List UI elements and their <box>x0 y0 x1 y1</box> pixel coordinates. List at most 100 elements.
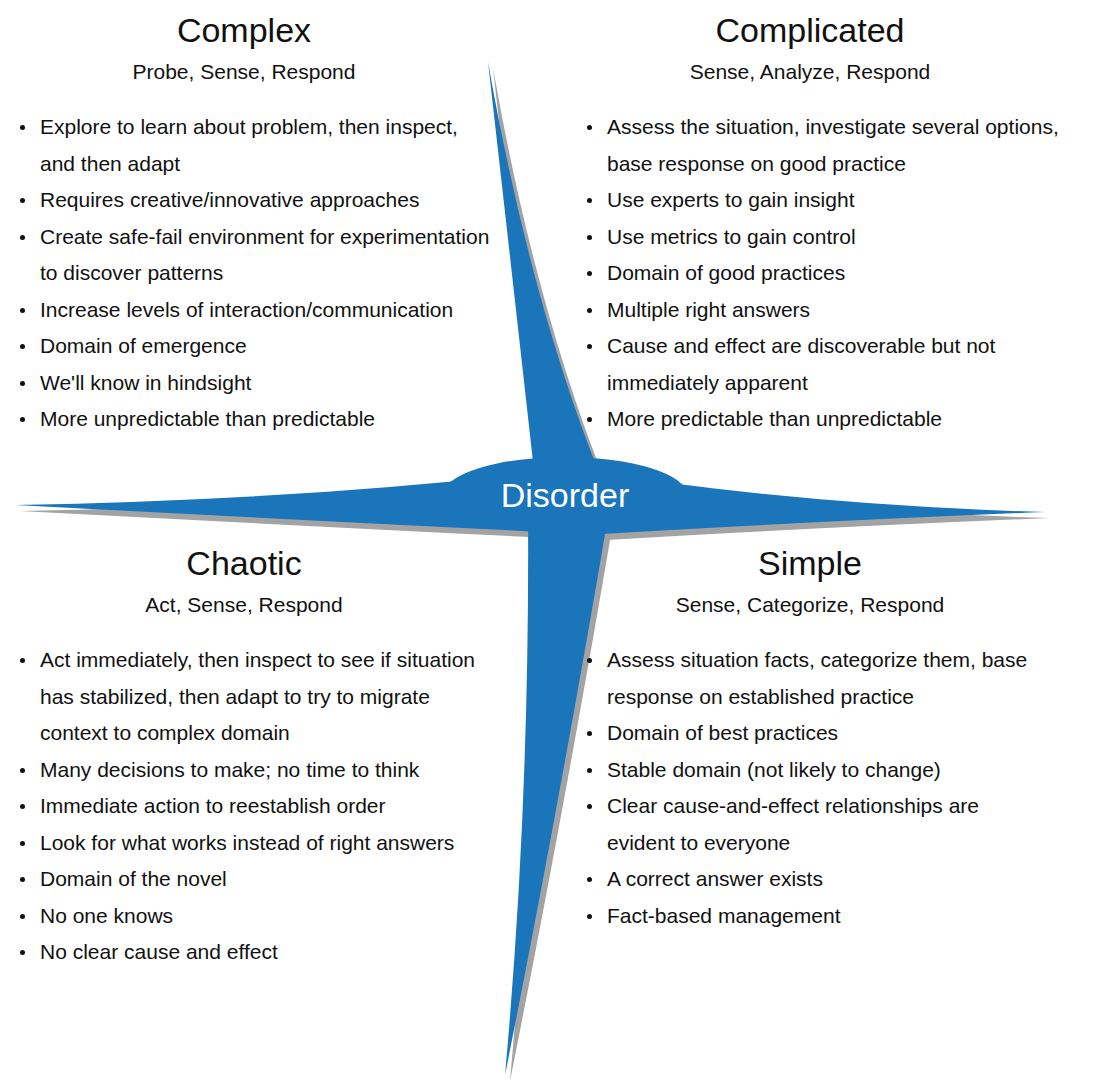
bullet-item: Domain of emergence <box>40 328 495 365</box>
bullet-item: Explore to learn about problem, then ins… <box>40 109 495 182</box>
center-label: Disorder <box>495 473 635 518</box>
bullet-item: Requires creative/innovative approaches <box>40 182 495 219</box>
bullet-item: Stable domain (not likely to change) <box>607 752 1037 789</box>
bullet-dot <box>587 198 592 203</box>
quadrant-subheading: Sense, Categorize, Respond <box>581 590 1039 620</box>
bullet-dot <box>20 658 25 663</box>
bullet-text: Cause and effect are discoverable but no… <box>607 328 1077 401</box>
bullet-item: Domain of best practices <box>607 715 1037 752</box>
quadrant-heading: Simple <box>581 545 1039 582</box>
bullet-dot <box>587 658 592 663</box>
bullet-item: Clear cause-and-effect relationships are… <box>607 788 1037 861</box>
quadrant-subheading: Probe, Sense, Respond <box>14 57 474 87</box>
bullet-item: Create safe-fail environment for experim… <box>40 219 495 292</box>
bullet-item: Assess situation facts, categorize them,… <box>607 642 1037 715</box>
quadrant-region: ChaoticAct, Sense, RespondAct immediatel… <box>14 545 494 971</box>
bullet-dot <box>20 804 25 809</box>
bullet-text: Immediate action to reestablish order <box>40 788 480 825</box>
bullet-item: Act immediately, then inspect to see if … <box>40 642 480 752</box>
bullet-item: Cause and effect are discoverable but no… <box>607 328 1077 401</box>
bullet-dot <box>587 768 592 773</box>
bullet-dot <box>587 804 592 809</box>
center-blob <box>443 457 687 533</box>
bullet-dot <box>587 271 592 276</box>
bullet-dot <box>20 877 25 882</box>
bullet-dot <box>20 344 25 349</box>
bullet-item: A correct answer exists <box>607 861 1037 898</box>
bullet-dot <box>20 914 25 919</box>
cross-arms <box>15 62 1045 1075</box>
cross-arm <box>505 505 610 1075</box>
bullet-list: Act immediately, then inspect to see if … <box>14 642 494 971</box>
bullet-text: Assess the situation, investigate severa… <box>607 109 1077 182</box>
bullet-dot <box>587 877 592 882</box>
bullet-dot <box>20 841 25 846</box>
bullet-text: Increase levels of interaction/communica… <box>40 292 495 329</box>
bullet-text: Many decisions to make; no time to think <box>40 752 480 789</box>
bullet-dot <box>20 235 25 240</box>
quadrant-heading: Complicated <box>581 12 1039 49</box>
quadrant-heading: Chaotic <box>14 545 474 582</box>
bullet-text: Clear cause-and-effect relationships are… <box>607 788 1037 861</box>
bullet-text: Explore to learn about problem, then ins… <box>40 109 495 182</box>
bullet-text: Domain of best practices <box>607 715 1037 752</box>
bullet-item: Domain of the novel <box>40 861 480 898</box>
bullet-item: More unpredictable than predictable <box>40 401 495 438</box>
quadrant-region: ComplicatedSense, Analyze, RespondAssess… <box>581 12 1081 438</box>
bullet-text: Assess situation facts, categorize them,… <box>607 642 1037 715</box>
quadrant-subheading: Act, Sense, Respond <box>14 590 474 620</box>
bullet-text: More predictable than unpredictable <box>607 401 1077 438</box>
bullet-dot <box>20 768 25 773</box>
bullet-text: Create safe-fail environment for experim… <box>40 219 495 292</box>
bullet-list: Explore to learn about problem, then ins… <box>14 109 499 438</box>
bullet-text: Look for what works instead of right ans… <box>40 825 480 862</box>
quadrant-heading: Complex <box>14 12 474 49</box>
bullet-item: Multiple right answers <box>607 292 1077 329</box>
bullet-dot <box>20 308 25 313</box>
bullet-item: We'll know in hindsight <box>40 365 495 402</box>
cross-arm <box>488 62 600 480</box>
quadrant-region: ComplexProbe, Sense, RespondExplore to l… <box>14 12 499 438</box>
bullet-text: Fact-based management <box>607 898 1037 935</box>
bullet-dot <box>587 308 592 313</box>
bullet-text: Domain of good practices <box>607 255 1077 292</box>
bullet-text: Multiple right answers <box>607 292 1077 329</box>
bullet-dot <box>587 914 592 919</box>
bullet-dot <box>587 125 592 130</box>
bullet-dot <box>587 731 592 736</box>
bullet-dot <box>587 235 592 240</box>
bullet-item: Assess the situation, investigate severa… <box>607 109 1077 182</box>
bullet-text: Use metrics to gain control <box>607 219 1077 256</box>
bullet-text: More unpredictable than predictable <box>40 401 495 438</box>
bullet-item: Increase levels of interaction/communica… <box>40 292 495 329</box>
bullet-item: More predictable than unpredictable <box>607 401 1077 438</box>
quadrant-region: SimpleSense, Categorize, RespondAssess s… <box>581 545 1061 934</box>
cross-shadow <box>20 68 1050 1081</box>
bullet-item: No clear cause and effect <box>40 934 480 971</box>
bullet-dot <box>20 417 25 422</box>
bullet-list: Assess the situation, investigate severa… <box>581 109 1081 438</box>
bullet-dot <box>20 198 25 203</box>
bullet-dot <box>20 125 25 130</box>
bullet-text: Use experts to gain insight <box>607 182 1077 219</box>
bullet-item: No one knows <box>40 898 480 935</box>
bullet-item: Fact-based management <box>607 898 1037 935</box>
bullet-item: Use experts to gain insight <box>607 182 1077 219</box>
bullet-item: Many decisions to make; no time to think <box>40 752 480 789</box>
bullet-dot <box>20 381 25 386</box>
bullet-text: Domain of the novel <box>40 861 480 898</box>
bullet-item: Look for what works instead of right ans… <box>40 825 480 862</box>
quadrant-subheading: Sense, Analyze, Respond <box>581 57 1039 87</box>
bullet-list: Assess situation facts, categorize them,… <box>581 642 1061 934</box>
bullet-item: Immediate action to reestablish order <box>40 788 480 825</box>
bullet-text: Requires creative/innovative approaches <box>40 182 495 219</box>
bullet-item: Use metrics to gain control <box>607 219 1077 256</box>
bullet-dot <box>20 950 25 955</box>
bullet-text: A correct answer exists <box>607 861 1037 898</box>
bullet-text: We'll know in hindsight <box>40 365 495 402</box>
bullet-text: No one knows <box>40 898 480 935</box>
bullet-item: Domain of good practices <box>607 255 1077 292</box>
bullet-text: Act immediately, then inspect to see if … <box>40 642 480 752</box>
center-region: Disorder <box>495 473 635 518</box>
